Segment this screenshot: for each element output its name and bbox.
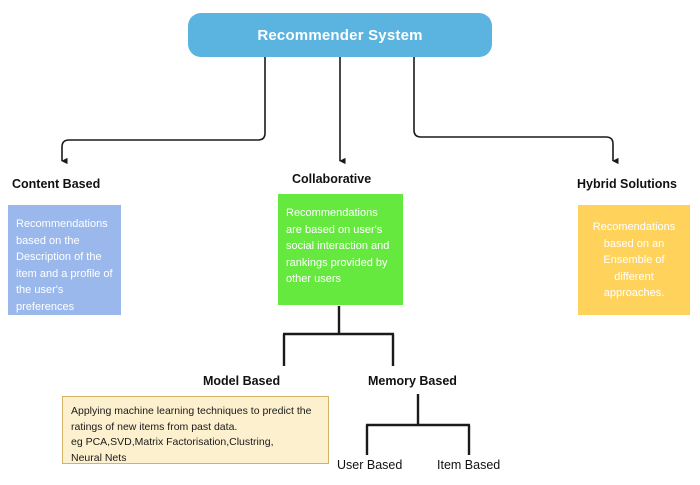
root-node-recommender-system: Recommender System — [188, 13, 492, 57]
description-box-hybrid-solutions: Recomendations based on an Ensemble of d… — [578, 205, 690, 315]
heading-memory-based: Memory Based — [368, 374, 457, 388]
leaf-label-item-based: Item Based — [437, 458, 501, 472]
leaf-label-user-based: User Based — [337, 458, 403, 472]
connector-root-to-content-based — [61, 57, 266, 165]
root-node-label: Recommender System — [257, 26, 423, 44]
heading-hybrid-solutions: Hybrid Solutions — [577, 177, 677, 191]
heading-model-based: Model Based — [203, 374, 281, 388]
heading-collaborative: Collaborative — [292, 172, 372, 186]
description-box-content-based: Recommendations based on the Description… — [8, 205, 121, 315]
connector-root-to-hybrid-solutions — [413, 57, 619, 165]
note-box-model-based: Applying machine learning techniques to … — [62, 396, 329, 464]
heading-content-based: Content Based — [12, 177, 101, 191]
description-box-collaborative: Recommendations are based on user's soci… — [278, 194, 403, 305]
